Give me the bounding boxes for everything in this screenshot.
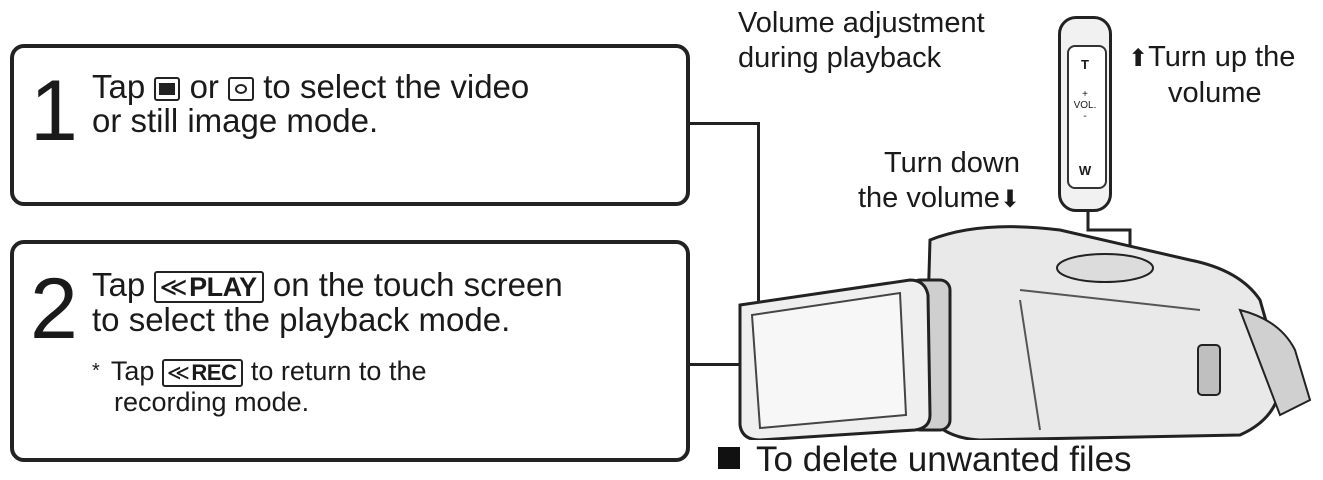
play-key: ≪PLAY	[154, 271, 264, 303]
section-heading-text: To delete unwanted files	[756, 440, 1132, 479]
note-line2: recording mode.	[114, 387, 310, 417]
volume-adjust-line2: during playback	[738, 42, 942, 74]
volume-adjust-line1: Volume adjustment	[738, 7, 985, 39]
lens-end	[1238, 308, 1312, 417]
lever-vol-text: VOL.	[1073, 100, 1097, 111]
step-2-line2: to select the playback mode.	[92, 301, 511, 338]
step-2-text: Tap ≪PLAY on the touch screen to select …	[92, 268, 563, 337]
step-number: 1	[30, 63, 78, 159]
lever-vol-label: + VOL. -	[1061, 89, 1109, 122]
play-key-label: PLAY	[189, 272, 257, 302]
step-1-or: or	[189, 68, 219, 105]
volume-adjust-label: Volume adjustment during playback	[738, 6, 985, 76]
note-post: to return to the	[250, 356, 427, 386]
zoom-volume-lever: T + VOL. - W	[1058, 16, 1112, 212]
lever-vol-minus: -	[1083, 111, 1087, 122]
turn-down-line1: Turn down	[884, 147, 1020, 179]
step-2-note: * Tap ≪REC to return to the recording mo…	[92, 356, 426, 417]
rec-key-label: REC	[191, 360, 237, 385]
connector-step1-vertical	[757, 122, 760, 322]
section-heading: To delete unwanted files	[718, 440, 1132, 480]
step-2-box: 2 Tap ≪PLAY on the touch screen to selec…	[10, 240, 690, 462]
step-1-line2: or still image mode.	[92, 102, 379, 139]
section-bullet-icon	[718, 447, 740, 469]
turn-up-line2: volume	[1168, 77, 1262, 109]
lever-inner	[1067, 45, 1107, 189]
turn-up-line1: Turn up the	[1148, 41, 1296, 73]
lcd-screen	[750, 291, 908, 430]
body-seam-2	[1019, 299, 1041, 431]
still-mode-icon	[228, 77, 255, 101]
turn-down-label: Turn down the volume⬇	[858, 146, 1020, 217]
lever-w-label: W	[1078, 163, 1092, 178]
lever-vol-plus: +	[1082, 89, 1088, 100]
step-2-post: on the touch screen	[272, 266, 563, 303]
side-button	[1197, 344, 1221, 396]
body-seam	[1019, 289, 1201, 311]
turn-down-line2: the volume	[858, 182, 1000, 214]
step-1-box: 1 Tap or to select the video or still im…	[10, 44, 690, 206]
step-1-post: to select the video	[263, 68, 530, 105]
note-tap: Tap	[110, 356, 155, 386]
lever-t-label: T	[1081, 57, 1089, 72]
camcorder-body	[923, 225, 1282, 440]
step-2-tap: Tap	[92, 266, 146, 303]
arrow-down-icon: ⬇	[999, 186, 1020, 213]
rec-key: ≪REC	[161, 359, 244, 387]
camcorder-illustration	[738, 212, 1312, 440]
zoom-button	[1056, 253, 1154, 283]
step-1-text: Tap or to select the video or still imag…	[92, 70, 529, 138]
note-asterisk: *	[92, 360, 100, 382]
video-mode-icon	[154, 77, 181, 101]
turn-up-label: ⬆Turn up the volume	[1128, 40, 1295, 111]
step-1-tap: Tap	[92, 68, 146, 105]
step-number: 2	[30, 261, 78, 357]
connector-step1	[690, 122, 760, 125]
arrow-up-icon: ⬆	[1128, 45, 1149, 72]
